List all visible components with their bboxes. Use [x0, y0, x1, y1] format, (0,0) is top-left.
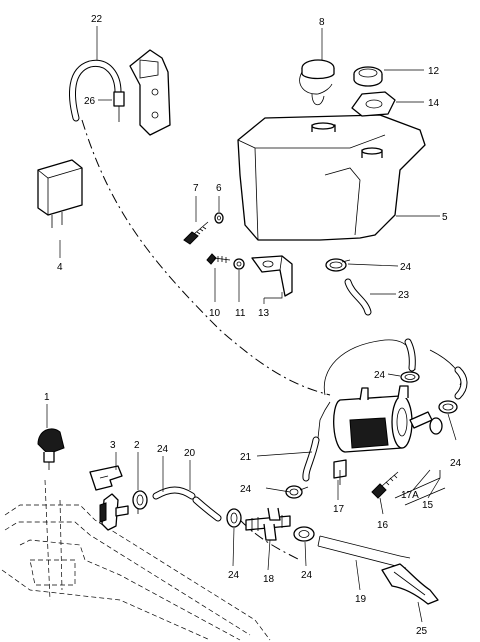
- washer-pump: [333, 385, 443, 453]
- label-20: 20: [184, 448, 196, 459]
- clamp-24-e: [132, 490, 148, 514]
- label-26: 26: [84, 96, 96, 107]
- clip-17: [333, 459, 347, 485]
- gasket-14: [351, 91, 396, 117]
- screw-16: [371, 471, 399, 499]
- hose-loop-right: [323, 338, 468, 400]
- nozzle-1: [37, 428, 65, 470]
- label-24-f: 24: [228, 570, 240, 581]
- hose-20: [152, 486, 222, 522]
- pump-bracket: [129, 49, 171, 136]
- hose-23: [344, 278, 372, 316]
- clamp-24-g: [293, 526, 315, 542]
- bracket-13: [251, 255, 293, 297]
- label-25: 25: [416, 626, 428, 637]
- clamp-24-b: [400, 371, 420, 383]
- label-8: 8: [319, 17, 325, 28]
- label-14: 14: [428, 98, 440, 109]
- label-18: 18: [263, 574, 275, 585]
- leader-lines: [46, 26, 457, 623]
- label-3: 3: [110, 440, 116, 451]
- route-line-upper: [81, 119, 331, 396]
- label-17: 17: [333, 504, 345, 515]
- hose-21: [302, 401, 331, 482]
- label-1: 1: [44, 392, 50, 403]
- label-11: 11: [235, 308, 246, 319]
- bumper-outline: [1, 479, 271, 641]
- label-24-c: 24: [450, 458, 462, 469]
- label-7: 7: [193, 183, 199, 194]
- label-21: 21: [240, 452, 252, 463]
- label-19: 19: [355, 594, 367, 605]
- label-4: 4: [57, 262, 63, 273]
- strap-25: [381, 563, 439, 605]
- washer-6: [214, 212, 224, 224]
- label-24-d: 24: [240, 484, 252, 495]
- relay-4: [37, 159, 83, 228]
- connector-26: [113, 91, 125, 122]
- clip-3: [89, 465, 123, 491]
- valve-2: [99, 493, 129, 531]
- label-24-g: 24: [301, 570, 313, 581]
- label-22: 22: [91, 14, 103, 25]
- clamp-24-a: [325, 258, 351, 272]
- label-24-e: 24: [157, 444, 169, 455]
- label-12: 12: [428, 66, 440, 77]
- label-15: 15: [422, 500, 434, 511]
- label-6: 6: [216, 183, 222, 194]
- hose-22: [69, 59, 122, 122]
- clamp-24-c: [438, 400, 458, 414]
- label-2: 2: [134, 440, 140, 451]
- t-piece-18: [245, 507, 291, 541]
- label-24-b: 24: [374, 370, 386, 381]
- clamp-24-d: [285, 485, 309, 499]
- reservoir-5: [237, 114, 426, 241]
- ring-nut-12: [353, 66, 383, 87]
- washer-11: [233, 258, 245, 270]
- hose-19: [317, 535, 411, 569]
- screw-7: [183, 221, 209, 245]
- label-5: 5: [442, 212, 448, 223]
- label-23: 23: [398, 290, 410, 301]
- clamp-24-f: [226, 508, 242, 528]
- screw-10: [206, 253, 231, 265]
- label-16: 16: [377, 520, 389, 531]
- part-labels: 22 26 4 8 12 14 5 7 6 10 11 13 24 23 24 …: [44, 14, 462, 637]
- label-17a: 17A: [401, 490, 419, 501]
- label-10: 10: [209, 308, 221, 319]
- cap-8: [299, 59, 335, 106]
- label-13: 13: [258, 308, 270, 319]
- label-24-a: 24: [400, 262, 412, 273]
